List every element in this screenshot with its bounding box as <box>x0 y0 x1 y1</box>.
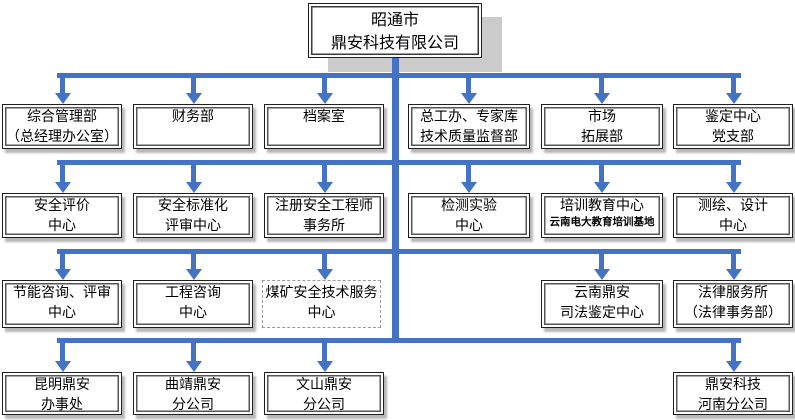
org-node-qujing-branch: 曲靖鼎安 分公司 <box>133 372 253 415</box>
node-label-line2: 中心 <box>307 305 336 321</box>
node-label-line1: 节能咨询、评审 <box>13 285 111 301</box>
node-label-line2: （法律事务部） <box>684 305 782 321</box>
node-label-line2: 河南分公司 <box>698 397 768 413</box>
node-label-subtext: 云南电大教育培训基地 <box>549 216 655 228</box>
node-label-line1: 测绘、设计 <box>698 198 768 214</box>
arrow-down-icon <box>316 340 333 372</box>
node-label-line2: 鼎安科技有限公司 <box>330 32 459 52</box>
org-node-survey-design-center: 测绘、设计 中心 <box>673 193 793 238</box>
org-node-market-dept: 市场 拓展部 <box>541 104 663 149</box>
node-label-line1: 鼎安科技 <box>705 377 761 393</box>
node-label-line2: 中心 <box>455 218 483 234</box>
connector-trunk-line <box>392 57 399 343</box>
node-label-line1: 文山鼎安 <box>296 377 352 393</box>
org-node-safety-evaluation-center: 安全评价 中心 <box>2 193 122 238</box>
arrow-down-icon <box>54 75 71 104</box>
node-label-line1: 财务部 <box>172 109 214 125</box>
arrow-down-icon <box>185 251 202 280</box>
node-label-line1: 曲靖鼎安 <box>165 377 221 393</box>
arrow-down-icon <box>185 340 202 372</box>
arrow-down-icon <box>725 340 742 372</box>
org-node-registered-safety-engineer-office: 注册安全工程师 事务所 <box>264 193 384 238</box>
arrow-down-icon <box>593 251 610 280</box>
arrow-down-icon <box>54 340 71 372</box>
arrow-down-icon <box>725 162 742 193</box>
node-label-line1: 云南鼎安 <box>574 285 630 301</box>
org-node-appraisal-party-branch: 鉴定中心 党支部 <box>673 104 793 149</box>
node-label-line1: 昆明鼎安 <box>34 377 90 393</box>
node-label-line1: 总工办、专家库 <box>420 109 518 125</box>
arrow-down-icon <box>460 75 477 104</box>
node-label-line1: 培训教育中心 <box>560 198 644 214</box>
node-label-line1: 注册安全工程师 <box>275 198 373 214</box>
node-label-line1: 综合管理部 <box>27 109 97 125</box>
node-label-line2: 中心 <box>179 305 207 321</box>
arrow-down-icon <box>725 75 742 104</box>
node-label-line2: 中心 <box>719 218 747 234</box>
node-label-line2: （总经理办公室） <box>6 129 118 145</box>
node-label-line2: 分公司 <box>172 397 214 413</box>
node-label-line1: 档案室 <box>303 109 345 125</box>
connector-hline-row3 <box>57 160 741 165</box>
org-node-archives-room: 档案室 <box>264 104 384 149</box>
node-label-line2: 中心 <box>48 305 76 321</box>
org-node-training-education-center: 培训教育中心 云南电大教育培训基地 <box>541 193 663 238</box>
node-label-line1: 昭通市 <box>370 9 419 29</box>
arrow-down-icon <box>185 162 202 193</box>
node-label-line1: 鉴定中心 <box>705 109 761 125</box>
node-label-line1: 法律服务所 <box>698 285 768 301</box>
org-node-testing-lab-center: 检测实验 中心 <box>408 193 530 238</box>
node-label-line1: 安全标准化 <box>158 198 228 214</box>
node-label-line2: 办事处 <box>41 397 83 413</box>
arrow-down-icon <box>316 162 333 193</box>
connector-hline-row5 <box>57 338 741 343</box>
org-node-wenshan-branch: 文山鼎安 分公司 <box>264 372 384 415</box>
connector-hline-row2 <box>57 73 741 78</box>
connector-hline-row4 <box>57 249 741 254</box>
arrow-down-icon <box>316 251 333 280</box>
node-label-line1: 煤矿安全技术服务 <box>265 285 378 301</box>
node-label-line2: 拓展部 <box>581 129 623 145</box>
node-label-line2: 分公司 <box>303 397 345 413</box>
org-node-general-admin-dept: 综合管理部 （总经理办公室） <box>2 104 122 149</box>
org-node-henan-branch: 鼎安科技 河南分公司 <box>673 372 793 415</box>
arrow-down-icon <box>54 162 71 193</box>
node-label-line2: 中心 <box>48 218 76 234</box>
org-node-chief-engineer-office: 总工办、专家库 技术质量监督部 <box>408 104 530 149</box>
node-label-line1: 检测实验 <box>441 198 497 214</box>
org-node-judicial-appraisal-center: 云南鼎安 司法鉴定中心 <box>541 280 663 328</box>
arrow-down-icon <box>316 75 333 104</box>
arrow-down-icon <box>54 251 71 280</box>
node-label-line1: 安全评价 <box>34 198 90 214</box>
node-label-line2: 事务所 <box>303 218 345 234</box>
org-node-coal-mine-safety-service-center: 煤矿安全技术服务 中心 <box>262 280 381 328</box>
org-node-root-company: 昭通市 鼎安科技有限公司 <box>308 3 482 58</box>
node-label-line2: 司法鉴定中心 <box>560 305 644 321</box>
org-node-kunming-office: 昆明鼎安 办事处 <box>2 372 122 415</box>
node-label-line2: 评审中心 <box>165 218 221 234</box>
arrow-down-icon <box>725 251 742 280</box>
arrow-down-icon <box>593 162 610 193</box>
arrow-down-icon <box>460 162 477 193</box>
node-label-line1: 工程咨询 <box>165 285 221 301</box>
node-label-line2: 党支部 <box>712 129 754 145</box>
arrow-down-icon <box>593 75 610 104</box>
arrow-down-icon <box>185 75 202 104</box>
org-node-finance-dept: 财务部 <box>133 104 253 149</box>
node-label-line1: 市场 <box>588 109 616 125</box>
node-label-line2: 技术质量监督部 <box>420 129 518 145</box>
org-node-safety-standardization-center: 安全标准化 评审中心 <box>133 193 253 238</box>
org-node-energy-consulting-center: 节能咨询、评审 中心 <box>2 280 122 328</box>
org-node-legal-service-office: 法律服务所 （法律事务部） <box>673 280 793 328</box>
org-node-engineering-consulting-center: 工程咨询 中心 <box>133 280 253 328</box>
